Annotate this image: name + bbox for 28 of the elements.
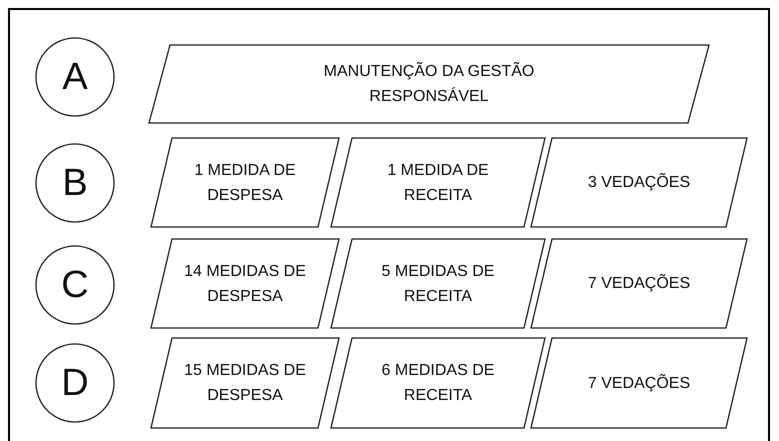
box-label: 7 VEDAÇÕES: [588, 373, 690, 394]
circle-letter: C: [61, 264, 89, 306]
parallelogram-box: [530, 337, 748, 429]
letter-circle: [35, 343, 115, 423]
circle-letter: A: [62, 56, 88, 98]
parallelogram-box: [150, 238, 340, 329]
parallelogram-box: [150, 137, 340, 228]
parallelogram-box: [148, 44, 710, 124]
box-label: 7 VEDAÇÕES: [588, 273, 690, 294]
circle-letter: D: [61, 362, 89, 404]
parallelogram-box: [530, 137, 748, 228]
box-label: MANUTENÇÃO DA GESTÃO RESPONSÁVEL: [322, 61, 536, 107]
letter-circle: [35, 37, 115, 117]
parallelogram-box: [150, 337, 340, 429]
box-label: 1 MEDIDA DE DESPESA: [193, 160, 297, 206]
box-label: 5 MEDIDAS DE RECEITA: [380, 262, 496, 306]
box-label: 1 MEDIDA DE RECEITA: [386, 160, 490, 206]
letter-circle: [35, 245, 115, 325]
letter-circle: [35, 143, 115, 223]
parallelogram-box: [330, 337, 546, 429]
circle-letter: B: [62, 162, 88, 204]
parallelogram-box: [530, 238, 748, 329]
box-label: 3 VEDAÇÕES: [588, 172, 690, 193]
parallelogram-box: [330, 238, 546, 329]
box-label: 14 MEDIDAS DE DESPESA: [183, 262, 307, 306]
parallelogram-box: [330, 137, 546, 228]
box-label: 6 MEDIDAS DE RECEITA: [380, 361, 496, 406]
box-label: 15 MEDIDAS DE DESPESA: [183, 361, 307, 406]
